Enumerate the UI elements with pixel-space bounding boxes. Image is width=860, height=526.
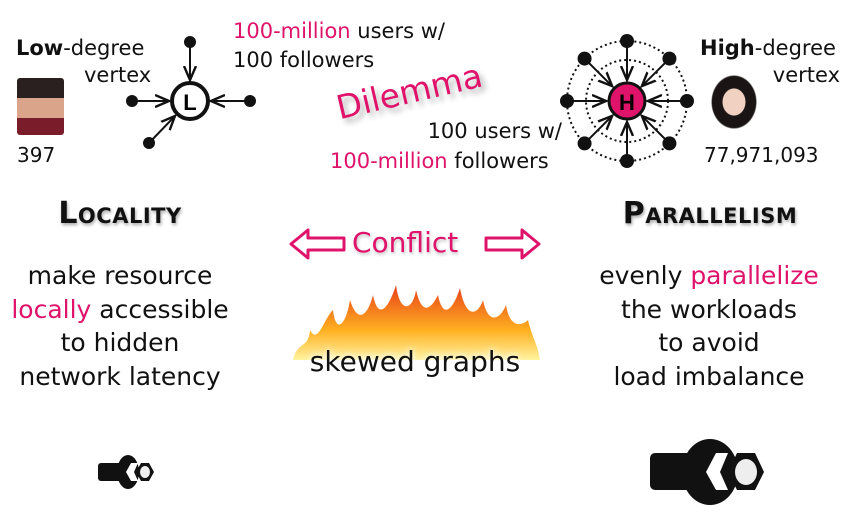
high-vertex-label: vertex bbox=[772, 63, 840, 87]
node bbox=[126, 95, 138, 107]
node bbox=[577, 136, 592, 151]
top-note-line1: 100-million users w/ bbox=[233, 19, 445, 43]
bottom-note-pink: 100-million bbox=[330, 149, 448, 173]
text: load imbalance bbox=[613, 361, 805, 391]
top-note-rest: users w/ bbox=[350, 19, 445, 43]
node bbox=[244, 95, 256, 107]
low-degree-graph: L bbox=[126, 36, 256, 149]
low-vertex-label: vertex bbox=[84, 63, 152, 87]
node bbox=[662, 136, 677, 151]
node bbox=[680, 94, 694, 108]
parallelism-description: evenly parallelize the workloads to avoi… bbox=[579, 259, 839, 393]
text: to hidden bbox=[60, 328, 180, 357]
text: accessible bbox=[91, 294, 229, 324]
node bbox=[560, 94, 574, 108]
conflict-label: Conflict bbox=[352, 226, 459, 259]
text: network latency bbox=[19, 361, 221, 391]
text: make resource bbox=[27, 261, 213, 290]
avatar-high-degree bbox=[706, 75, 762, 135]
high-vertex bbox=[607, 81, 647, 121]
avatar-low-degree bbox=[17, 78, 64, 135]
right-arrow-icon bbox=[484, 228, 541, 260]
locality-line: make resource bbox=[0, 259, 250, 293]
low-rest: -degree bbox=[63, 36, 145, 60]
low-count: 397 bbox=[17, 143, 56, 167]
text: the workloads bbox=[621, 294, 797, 324]
node bbox=[620, 154, 634, 168]
skewed-graphs-caption: skewed graphs bbox=[309, 345, 521, 378]
high-bold: High bbox=[700, 36, 755, 60]
locality-line: network latency bbox=[0, 360, 250, 394]
pink-text: locally bbox=[11, 294, 92, 324]
low-vertex-label-text: L bbox=[183, 90, 196, 115]
text: evenly bbox=[599, 261, 691, 290]
low-vertex bbox=[170, 81, 210, 121]
pink-text: parallelize bbox=[690, 261, 819, 290]
text: to avoid bbox=[658, 328, 760, 357]
top-note-line2: 100 followers bbox=[233, 48, 375, 72]
high-degree-graph: H bbox=[560, 34, 694, 168]
node bbox=[662, 51, 677, 66]
high-rest: -degree bbox=[754, 36, 836, 60]
wrench-nut-large-icon bbox=[650, 439, 764, 505]
node bbox=[577, 51, 592, 66]
parallelism-line: load imbalance bbox=[579, 360, 839, 394]
bottom-note-line1: 100 users w/ bbox=[427, 119, 562, 143]
node bbox=[620, 34, 634, 48]
top-note-pink: 100-million bbox=[233, 19, 351, 43]
locality-heading: Locality bbox=[58, 196, 182, 231]
parallelism-line: the workloads bbox=[579, 293, 839, 327]
locality-description: make resource locally accessible to hidd… bbox=[0, 259, 250, 393]
locality-line: to hidden bbox=[0, 326, 250, 360]
left-arrow-icon bbox=[289, 228, 346, 260]
locality-line: locally accessible bbox=[0, 293, 250, 327]
edge bbox=[148, 116, 175, 144]
low-bold: Low bbox=[16, 36, 64, 60]
parallelism-line: to avoid bbox=[579, 326, 839, 360]
flames-icon bbox=[293, 285, 540, 360]
high-vertex-label-text: H bbox=[619, 90, 635, 115]
bottom-note-rest: followers bbox=[447, 149, 549, 173]
bottom-note-line2: 100-million followers bbox=[330, 149, 549, 173]
node bbox=[143, 137, 155, 149]
high-degree-label: High-degree bbox=[700, 36, 836, 60]
parallelism-line: evenly parallelize bbox=[579, 259, 839, 293]
wrench-nut-small-icon bbox=[98, 455, 154, 489]
low-degree-label: Low-degree bbox=[16, 36, 144, 60]
node bbox=[184, 36, 196, 48]
high-count: 77,971,093 bbox=[704, 143, 819, 167]
parallelism-heading: Parallelism bbox=[622, 196, 798, 231]
